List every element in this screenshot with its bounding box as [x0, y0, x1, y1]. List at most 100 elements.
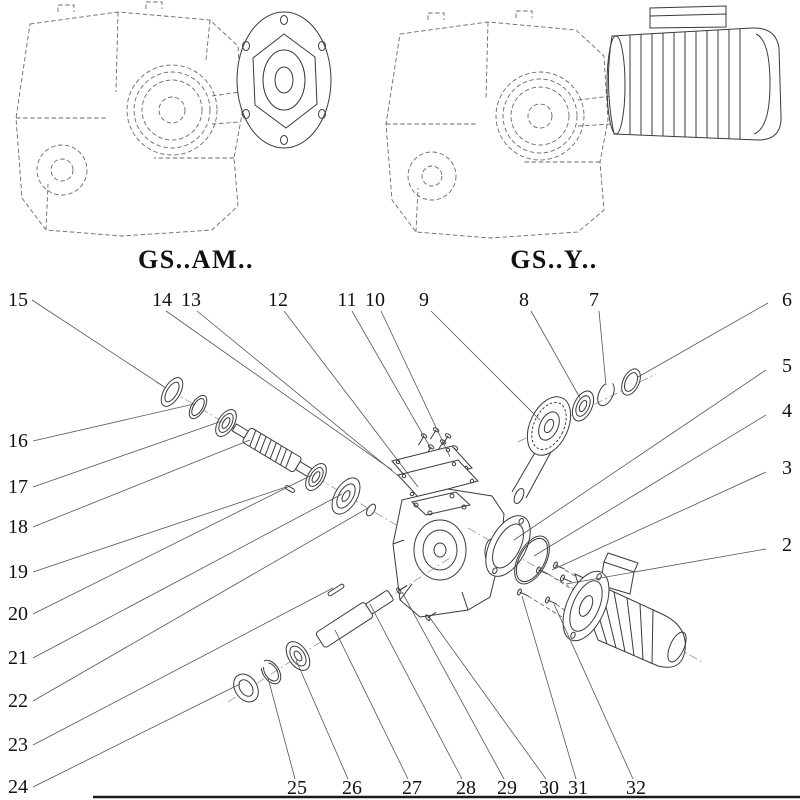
- callout-number-7: 7: [589, 289, 599, 311]
- callout-number-15: 15: [8, 289, 28, 311]
- leader-line-21: [32, 493, 343, 659]
- leader-line-24: [32, 683, 241, 788]
- leader-line-8: [530, 310, 581, 399]
- flange-bolt: [544, 595, 559, 608]
- callout-number-18: 18: [8, 516, 28, 538]
- leader-line-18: [32, 439, 251, 528]
- gearbox-flange-view: [15, 1, 332, 237]
- pinion-tip: [513, 488, 525, 504]
- retaining-ring: [188, 394, 208, 420]
- callout-number-4: 4: [782, 400, 792, 422]
- leader-line-6: [637, 302, 769, 378]
- electric-motor: [562, 552, 687, 668]
- worm-wheel-disc: [331, 477, 361, 515]
- callout-number-24: 24: [8, 776, 28, 798]
- leader-line-16: [32, 403, 195, 442]
- callout-number-13: 13: [181, 289, 201, 311]
- callout-number-32: 32: [626, 777, 646, 799]
- output-shaft: [315, 590, 394, 648]
- callout-number-9: 9: [419, 289, 429, 311]
- flange-bolt: [516, 587, 531, 600]
- gear-bearing: [571, 390, 595, 422]
- input-bearing: [215, 408, 237, 438]
- oil-seal: [160, 377, 184, 407]
- callout-number-8: 8: [519, 289, 529, 311]
- leader-line-9: [430, 310, 541, 421]
- exploded-assembly: [155, 368, 703, 703]
- callout-number-28: 28: [456, 777, 476, 799]
- electric-motor-top: [606, 5, 782, 141]
- callout-number-16: 16: [8, 430, 28, 452]
- motor-assembly: [467, 515, 703, 668]
- cover-gasket: [397, 459, 479, 498]
- motor-flange: [562, 570, 610, 642]
- rear-bearing: [305, 462, 327, 492]
- top-cover-assembly: [391, 426, 479, 498]
- callout-number-3: 3: [782, 457, 792, 479]
- leader-line-5: [513, 369, 767, 541]
- adapter-flange-ring: [485, 515, 531, 577]
- right-view-label: GS..Y..: [510, 245, 598, 274]
- worm-shaft: [231, 423, 315, 479]
- worm-shaft-assembly: [155, 377, 399, 527]
- o-ring: [514, 535, 550, 585]
- callout-number-14: 14: [152, 289, 172, 311]
- leader-line-30: [429, 617, 547, 780]
- callout-number-22: 22: [8, 690, 28, 712]
- callout-number-11: 11: [337, 289, 356, 311]
- output-bearing: [285, 641, 311, 671]
- callout-number-25: 25: [287, 777, 307, 799]
- leader-line-27: [334, 629, 409, 780]
- leader-line-7: [598, 310, 607, 386]
- output-key: [327, 583, 345, 597]
- leader-line-19: [32, 486, 287, 573]
- leader-line-14: [165, 310, 393, 471]
- callout-number-29: 29: [497, 777, 517, 799]
- leader-line-22: [32, 507, 369, 702]
- gear-housing: [392, 488, 505, 618]
- leader-line-4: [533, 414, 767, 557]
- left-view-label: GS..AM..: [138, 245, 254, 274]
- gearbox-motor-view: [385, 5, 782, 239]
- leader-line-12: [283, 310, 419, 488]
- leader-line-26: [295, 659, 349, 780]
- callout-number-6: 6: [782, 289, 792, 311]
- leader-line-29: [401, 591, 505, 780]
- callout-number-27: 27: [402, 777, 422, 799]
- leader-line-23: [32, 587, 334, 746]
- callout-number-26: 26: [342, 777, 362, 799]
- leader-line-10: [380, 310, 451, 458]
- callout-number-21: 21: [8, 647, 28, 669]
- callout-number-23: 23: [8, 734, 28, 756]
- callout-number-10: 10: [365, 289, 385, 311]
- shaft-seal: [621, 368, 641, 396]
- leader-line-11: [351, 310, 431, 448]
- callout-number-2: 2: [782, 534, 792, 556]
- leader-line-20: [32, 474, 313, 615]
- callout-number-12: 12: [268, 289, 288, 311]
- circlip: [260, 659, 282, 685]
- callout-number-30: 30: [539, 777, 559, 799]
- helical-gear: [526, 396, 572, 456]
- leader-line-32: [553, 603, 634, 780]
- leader-line-15: [31, 299, 167, 389]
- leader-line-28: [369, 603, 463, 780]
- snap-ring: [597, 381, 615, 407]
- end-washer: [233, 673, 259, 703]
- leader-line-3: [551, 471, 767, 571]
- cover-screw: [427, 426, 440, 442]
- output-shaft-assembly: [227, 557, 451, 703]
- leader-line-17: [32, 420, 223, 488]
- leader-line-25: [267, 677, 296, 780]
- mounting-flange: [236, 11, 332, 149]
- output-gear-assembly: [511, 368, 657, 504]
- callout-number-20: 20: [8, 603, 28, 625]
- callout-number-19: 19: [8, 561, 28, 583]
- callout-number-5: 5: [782, 355, 792, 377]
- leader-line-2: [565, 548, 767, 585]
- leader-line-13: [196, 310, 403, 480]
- callout-number-31: 31: [568, 777, 588, 799]
